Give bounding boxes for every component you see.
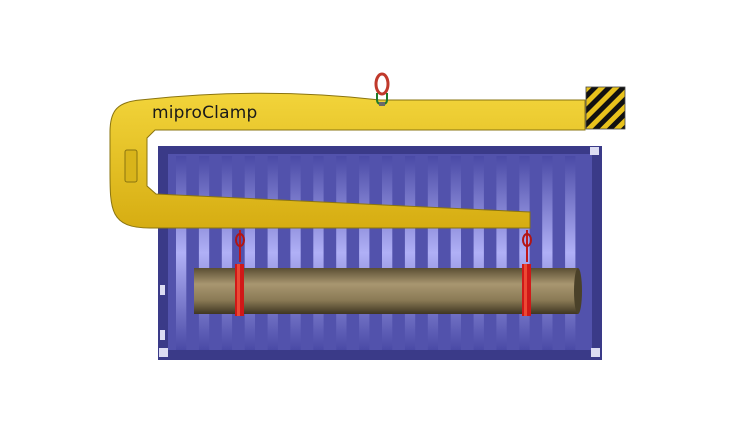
corner-casting-bottom-right bbox=[591, 348, 600, 357]
container-corrugation bbox=[359, 156, 370, 350]
container-corrugation bbox=[427, 156, 439, 350]
corner-casting-bottom-left bbox=[159, 348, 168, 357]
container-corrugation bbox=[496, 156, 507, 350]
container-corrugation bbox=[244, 156, 255, 350]
container-corrugation bbox=[290, 156, 301, 350]
sling-right bbox=[522, 230, 532, 316]
brand-label: miproClamp bbox=[152, 103, 258, 123]
shipping-container bbox=[158, 146, 602, 360]
container-corrugation bbox=[198, 156, 210, 350]
lifting-link bbox=[374, 72, 390, 106]
container-corrugation bbox=[313, 156, 324, 350]
container-bottom-rail bbox=[158, 350, 602, 360]
pipe-end bbox=[574, 268, 582, 314]
container-left-post bbox=[158, 146, 168, 360]
container-corrugation bbox=[221, 156, 233, 350]
container-corrugation bbox=[176, 156, 187, 350]
corner-casting-top-right bbox=[590, 147, 599, 155]
container-corrugation bbox=[404, 156, 416, 350]
pipe-body bbox=[194, 268, 578, 314]
clamp-inner-slot bbox=[124, 149, 138, 183]
hazard-counterweight bbox=[585, 86, 626, 130]
pipe-load bbox=[194, 268, 582, 314]
container-corrugation bbox=[473, 156, 484, 350]
container-top-rail bbox=[158, 146, 602, 154]
sling-left bbox=[235, 230, 245, 316]
container-corrugation bbox=[565, 156, 576, 350]
c-clamp-beam bbox=[109, 86, 626, 229]
container-corrugation bbox=[382, 156, 393, 350]
container-corrugation bbox=[542, 156, 553, 350]
container-corrugation bbox=[267, 156, 278, 350]
container-corrugation bbox=[519, 156, 530, 350]
door-hinge-lower bbox=[160, 330, 165, 340]
clamp-arm bbox=[109, 92, 586, 229]
container-corrugation bbox=[336, 156, 347, 350]
door-hinge-mid bbox=[160, 285, 165, 295]
container-right-post bbox=[592, 146, 602, 360]
container-corrugations bbox=[176, 156, 576, 350]
lifting-link-icon bbox=[374, 72, 390, 96]
container-corrugation bbox=[450, 156, 461, 350]
